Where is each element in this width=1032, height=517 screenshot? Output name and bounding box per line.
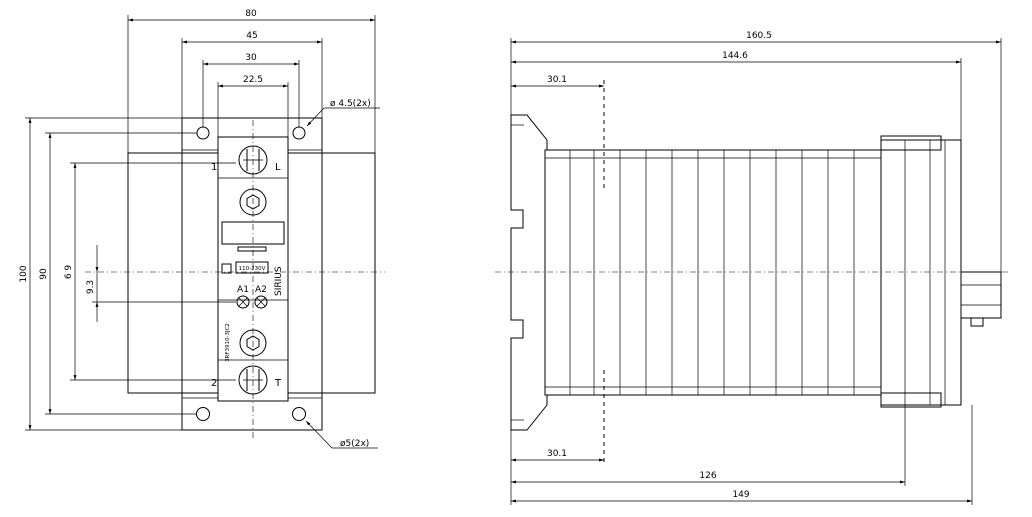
dim-30-1-bottom: 30.1	[547, 449, 567, 459]
terminal-L-label: L	[275, 162, 281, 173]
control-terminal-a2: A2	[255, 285, 267, 295]
dim-69: 6 9	[64, 265, 74, 280]
dim-126: 126	[699, 471, 716, 481]
side-bottom-dimensions: 30.1 126 149	[510, 405, 973, 505]
dim-144-6: 144.6	[722, 51, 748, 61]
side-top-dimensions: 160.5 144.6 30.1	[510, 31, 1002, 272]
callout-top-holes: ø 4.5(2x)	[330, 99, 371, 109]
front-vertical-dimensions: 100 90 6 9 9.3	[19, 117, 236, 431]
control-terminal-a1: A1	[237, 285, 249, 295]
relay-module-side	[880, 139, 962, 406]
dim-45: 45	[246, 31, 257, 41]
terminal-2-label: 2	[211, 378, 217, 389]
control-connector	[960, 271, 1002, 319]
part-number: 3RF3910-3JC2	[225, 323, 231, 362]
voltage-rating: 110-230V	[239, 266, 266, 272]
front-horizontal-dimensions: 80 45 30 22.5	[127, 9, 376, 153]
status-led	[221, 263, 232, 274]
dim-100: 100	[19, 265, 29, 282]
heatsink-fins	[545, 150, 881, 395]
front-view: 110-230V A1 A2 SIRIUS 3RF3910-3JC2 1 L 2…	[19, 9, 385, 449]
mount-hole-bottom-right	[292, 407, 306, 421]
mount-hole-top-right	[292, 126, 306, 140]
dim-30-1-top: 30.1	[547, 75, 567, 85]
brand-label: SIRIUS	[274, 266, 284, 296]
dim-80: 80	[245, 9, 257, 19]
dim-90: 90	[39, 268, 49, 280]
mounting-plate	[181, 117, 323, 431]
mount-hole-bottom-left	[196, 407, 210, 421]
callout-bottom-holes: ø5(2x)	[340, 439, 369, 449]
dim-149: 149	[732, 490, 749, 500]
dim-22-5: 22.5	[243, 75, 263, 85]
heatsink-body	[544, 149, 882, 396]
dim-30: 30	[245, 53, 257, 63]
dim-9-3: 9.3	[86, 280, 96, 294]
mount-hole-top-left	[196, 126, 210, 140]
terminal-T-label: T	[274, 378, 282, 389]
terminal-1-label: 1	[211, 162, 217, 173]
indicator-window	[221, 221, 285, 245]
din-rail-clip	[510, 114, 548, 431]
dim-160-5: 160.5	[746, 31, 772, 41]
side-view: 160.5 144.6 30.1 30.1 126 149	[495, 31, 1010, 505]
